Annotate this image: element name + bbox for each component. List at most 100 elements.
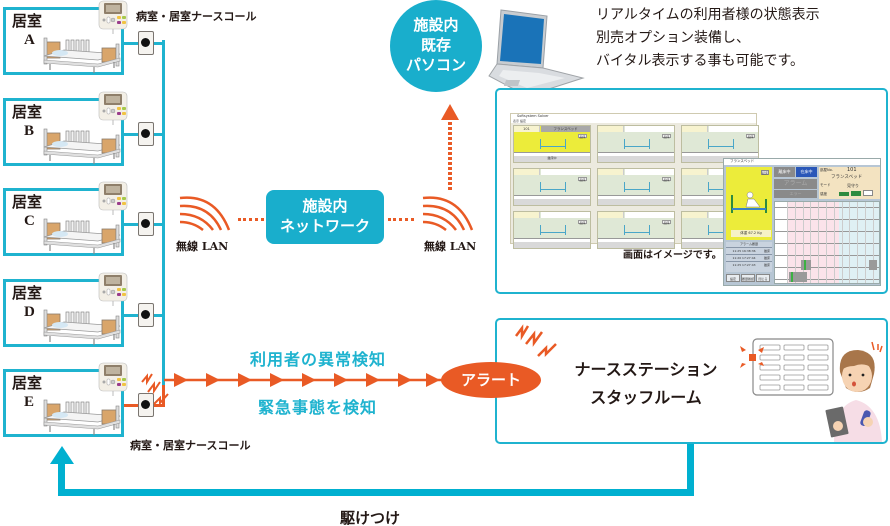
nurse-icon: [825, 341, 883, 442]
tile-status: [598, 242, 674, 248]
care-bed-icon: [43, 309, 121, 345]
timeline-row-line: [775, 255, 879, 256]
room-no-value: 101: [847, 167, 857, 173]
call-switch[interactable]: [138, 303, 154, 327]
lightning-icon-room-e: [141, 373, 169, 406]
tile-bed-name: [541, 212, 590, 218]
detail-footer-button[interactable]: 設定: [726, 274, 740, 282]
tile-footer: [682, 152, 758, 156]
bed: [40, 211, 126, 259]
tile-room: [514, 212, 540, 218]
history-title: アラーム履歴: [740, 242, 758, 246]
wireless-label-right: 無線 LAN: [424, 240, 477, 253]
bed-tile[interactable]: 起床: [513, 168, 591, 206]
call-switch[interactable]: [138, 31, 154, 55]
tile-footer: [514, 238, 590, 242]
monitor-detail-window: フランスベッド 起床 体重 67.2 Kg 離床中 在床中 アラーム エラー 部…: [723, 158, 881, 286]
error-button[interactable]: エラー: [774, 190, 817, 198]
activity-timeline: [774, 201, 880, 284]
alert-board-icon: [740, 338, 834, 396]
history-time: 11:25 17:27:43: [732, 263, 756, 267]
call-switch[interactable]: [138, 212, 154, 236]
tile-bed-name: [541, 169, 590, 175]
tile-status: [682, 199, 758, 205]
laptop-icon: [488, 9, 585, 97]
sensitivity-bar-2: [851, 191, 861, 196]
detection-label-2: 緊急事態を検知: [258, 398, 378, 417]
mode-label: モード: [820, 183, 831, 187]
tile-footer: [682, 195, 758, 199]
timeline-col-line: [833, 202, 835, 283]
tile-room: [514, 169, 540, 175]
tile-badge: 起床: [578, 134, 587, 139]
call-switch[interactable]: [138, 122, 154, 146]
main-window-title: Softsystem Solver: [511, 114, 756, 119]
tile-status: [514, 242, 590, 248]
bed-tile[interactable]: 起床: [597, 211, 675, 249]
tile-bed-name: フランスベッド: [541, 126, 590, 132]
timeline-event: [801, 260, 811, 270]
wireless-icon-right: [422, 196, 474, 231]
room-no-label: 部屋No.: [820, 168, 833, 172]
tile-badge: 起床: [746, 134, 755, 139]
room-letter: A: [24, 32, 35, 48]
desc-line2: 別売オプション装備し、: [596, 30, 750, 46]
facility-network-box: 施設内 ネットワーク: [266, 190, 384, 244]
tile-footer: [598, 195, 674, 199]
leave-bed-button[interactable]: 離床中: [774, 167, 795, 177]
history-type: 離床: [763, 256, 770, 260]
nurse-call-unit: [98, 181, 128, 215]
upload-arrow: [441, 104, 459, 190]
tile-badge: 起床: [578, 177, 587, 182]
sensitivity-bar-1: [839, 192, 849, 196]
tile-badge: 起床: [578, 220, 587, 225]
timeline-col-line: [872, 202, 874, 283]
bed-tile[interactable]: 起床: [597, 168, 675, 206]
nurse-call-label-top: 病室・居室ナースコール: [136, 10, 257, 23]
timeline-col-line: [841, 202, 843, 283]
bed-tile[interactable]: 起床: [681, 125, 759, 163]
feature-description: リアルタイムの利用者様の状態表示 別売オプション装備し、 バイタル表示する事も可…: [596, 4, 820, 73]
alarm-button[interactable]: アラーム: [774, 179, 817, 189]
bed-tile[interactable]: 起床: [597, 125, 675, 163]
weight-readout: 体重 67.2 Kg: [731, 230, 771, 237]
alert-riser-line: [162, 378, 165, 407]
bed-name: フランスベッド: [831, 175, 863, 180]
tile-status: [682, 242, 758, 248]
bed: [40, 302, 126, 350]
timeline-col-line: [857, 202, 858, 283]
timeline-col-line: [818, 202, 819, 283]
detail-footer-button[interactable]: 履歴確認: [741, 274, 755, 282]
tile-bed-icon: [540, 182, 566, 192]
nurse-call-label-bottom: 病室・居室ナースコール: [130, 439, 251, 452]
timeline-row-line: [775, 243, 879, 244]
bed: [40, 121, 126, 169]
bed-tile[interactable]: 起床: [513, 211, 591, 249]
tile-bed-icon: [624, 182, 650, 192]
rush-arrowhead: [50, 446, 74, 464]
tile-status: [682, 156, 758, 162]
call-switch[interactable]: [138, 393, 154, 417]
detail-footer-button[interactable]: 閉じる: [756, 274, 770, 282]
tile-bed-icon: [708, 139, 734, 149]
patient-in-bed-icon: [731, 191, 767, 213]
timeline-row-line: [775, 231, 879, 232]
main-window-menu: 表示 設定: [511, 119, 756, 123]
nurse-station-label: ナースステーション スタッフルーム: [556, 356, 736, 412]
existing-pc-badge: 施設内 既存 パソコン: [390, 0, 482, 92]
timeline-col-line: [826, 202, 827, 283]
in-bed-button[interactable]: 在床中: [796, 167, 817, 177]
detail-info-panel: 部屋No. 101 フランスベッド モード 見守り 感度: [819, 167, 880, 199]
bed: [40, 392, 126, 440]
room-label: 居室: [12, 284, 43, 302]
tile-status: [598, 156, 674, 162]
room-label: 居室: [12, 103, 43, 121]
room-letter: E: [24, 394, 35, 410]
timeline-event-marker: [791, 272, 793, 282]
tile-bed-name: [625, 169, 674, 175]
nurse-call-unit-icon: [98, 0, 128, 34]
